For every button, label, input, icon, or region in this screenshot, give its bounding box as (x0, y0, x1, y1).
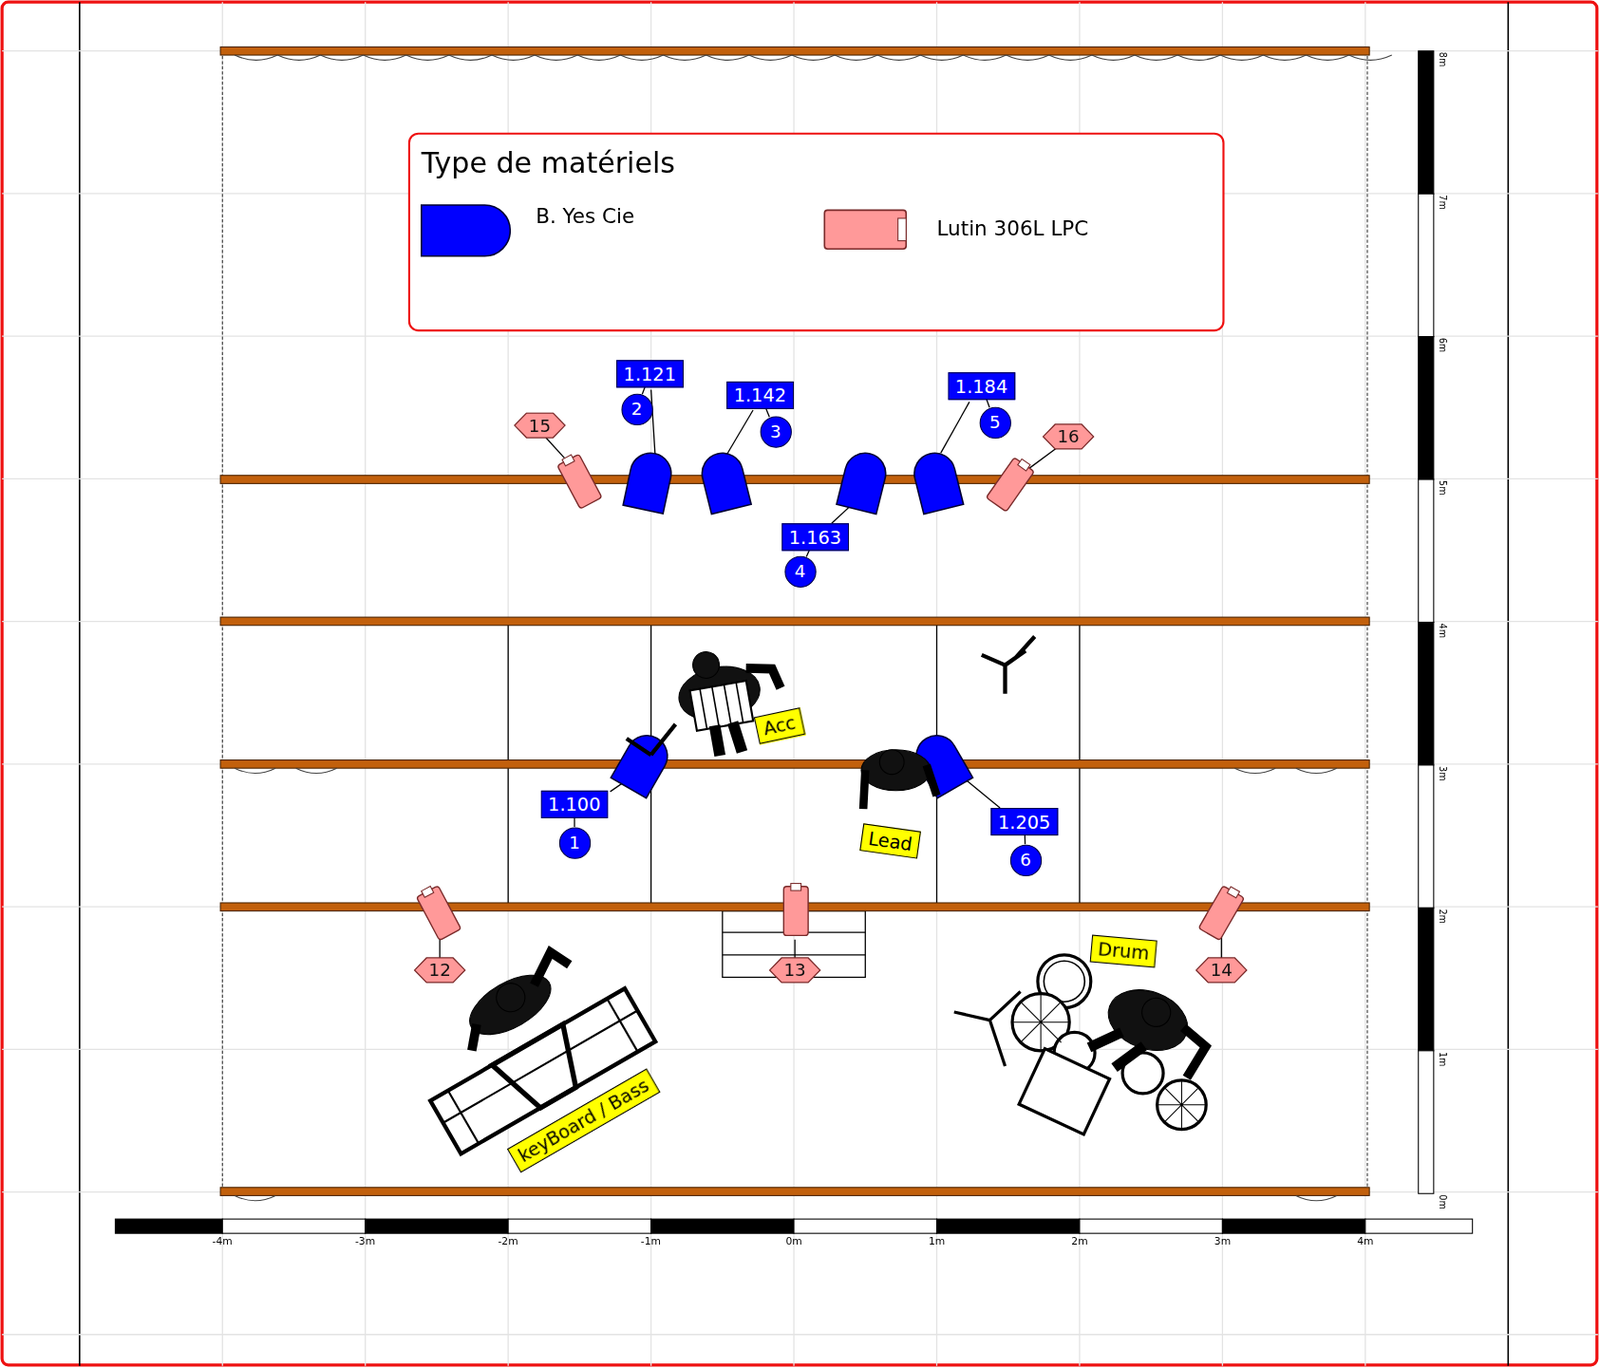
wash-number: 12 (413, 957, 467, 984)
margin-line (1506, 1, 1509, 1367)
node-text: 1.184 (955, 375, 1008, 397)
scale-label: 0m (1437, 1194, 1449, 1210)
lighting-pipes (220, 46, 1393, 1201)
scale-label: 0m (785, 1235, 802, 1247)
leader-connector (1024, 835, 1027, 846)
fixture-label: 1.205 (990, 808, 1057, 836)
scale-bars (114, 51, 1472, 1234)
wash-number: 16 (1041, 423, 1095, 451)
node-text: 1.100 (547, 792, 601, 815)
scale-label: 1m (928, 1235, 945, 1247)
margin-line (78, 1, 81, 1367)
spot-fixture (697, 449, 752, 515)
node-text: 15 (528, 414, 551, 435)
legend-text: Lutin 306L LPC (937, 216, 1090, 242)
leader-connector (986, 399, 990, 409)
node-text: 1.163 (789, 526, 842, 548)
scale-label: 4m (1437, 623, 1449, 640)
scale-label: 3m (1214, 1235, 1231, 1247)
scale-label: 4m (1356, 1235, 1374, 1247)
node-text: Drum (1096, 938, 1150, 964)
scale-label: 1m (1437, 1052, 1449, 1068)
callout-number: 4 (784, 555, 816, 587)
scale-label: 2m (1071, 1235, 1088, 1247)
musician-tag: Drum (1090, 934, 1158, 968)
leader-connector (573, 817, 575, 828)
fixtures (414, 449, 1246, 942)
legend-swatch (421, 205, 510, 257)
node-text: 13 (783, 960, 806, 980)
wash-number: 13 (768, 957, 822, 984)
spot-fixture (622, 449, 676, 514)
node-text: 5 (989, 412, 1001, 433)
node-text: Acc (761, 711, 798, 739)
scale-label: 2m (1437, 908, 1449, 924)
musician-tag: Lead (859, 823, 922, 859)
leader-connector (806, 550, 810, 558)
node-text: 1.205 (997, 810, 1051, 833)
node-text: 4 (794, 561, 807, 582)
node-text: 1 (568, 832, 581, 853)
callout-number: 5 (978, 406, 1011, 438)
callout-number: 2 (621, 393, 653, 425)
node-text: 2 (631, 398, 643, 419)
scale-label: -4m (212, 1235, 233, 1247)
wash-fixture (414, 883, 462, 941)
scale-label: -3m (355, 1235, 376, 1247)
node-text: Lead (866, 827, 914, 855)
node-text: 1.142 (734, 384, 787, 407)
leader-connector (641, 387, 645, 395)
musician-tag: Acc (753, 707, 806, 745)
fixture-label: 1.163 (781, 523, 848, 551)
fixture-label: 1.100 (541, 790, 608, 818)
wash-number: 14 (1194, 957, 1248, 984)
wash-number: 15 (513, 412, 567, 439)
scale-label: -2m (497, 1235, 518, 1247)
node-text: 6 (1019, 849, 1032, 870)
wash-fixture (986, 454, 1037, 512)
node-text: 14 (1210, 960, 1233, 980)
fixture-label: 1.121 (616, 359, 683, 388)
node-text: 12 (429, 960, 452, 980)
legend-frame (409, 133, 1224, 331)
callout-number: 3 (759, 415, 791, 448)
scale-label: 7m (1437, 194, 1449, 210)
fixture-label: 1.142 (726, 380, 793, 409)
scale-label: 8m (1437, 52, 1449, 68)
wash-fixture (1198, 883, 1246, 941)
leader-connector (766, 408, 771, 417)
node-text: 3 (770, 421, 782, 442)
scale-label: 6m (1437, 338, 1449, 354)
scale-label: 5m (1437, 480, 1449, 496)
wash-fixture (555, 451, 603, 509)
wash-fixture (783, 884, 809, 937)
legend-title: Type de matériels (421, 146, 676, 180)
legend-text: B. Yes Cie (535, 204, 635, 229)
legend-swatch (824, 209, 906, 249)
fixture-label: 1.184 (947, 372, 1015, 400)
node-text: 16 (1056, 426, 1079, 447)
callout-number: 6 (1009, 844, 1041, 876)
scale-label: 3m (1437, 766, 1449, 782)
spot-fixture (836, 449, 890, 515)
node-text: 1.121 (623, 362, 677, 385)
scale-label: -1m (640, 1235, 661, 1247)
musicians (430, 637, 1218, 1155)
callout-number: 1 (558, 827, 590, 859)
spot-fixture (909, 449, 963, 515)
leader-lines (439, 389, 1222, 959)
